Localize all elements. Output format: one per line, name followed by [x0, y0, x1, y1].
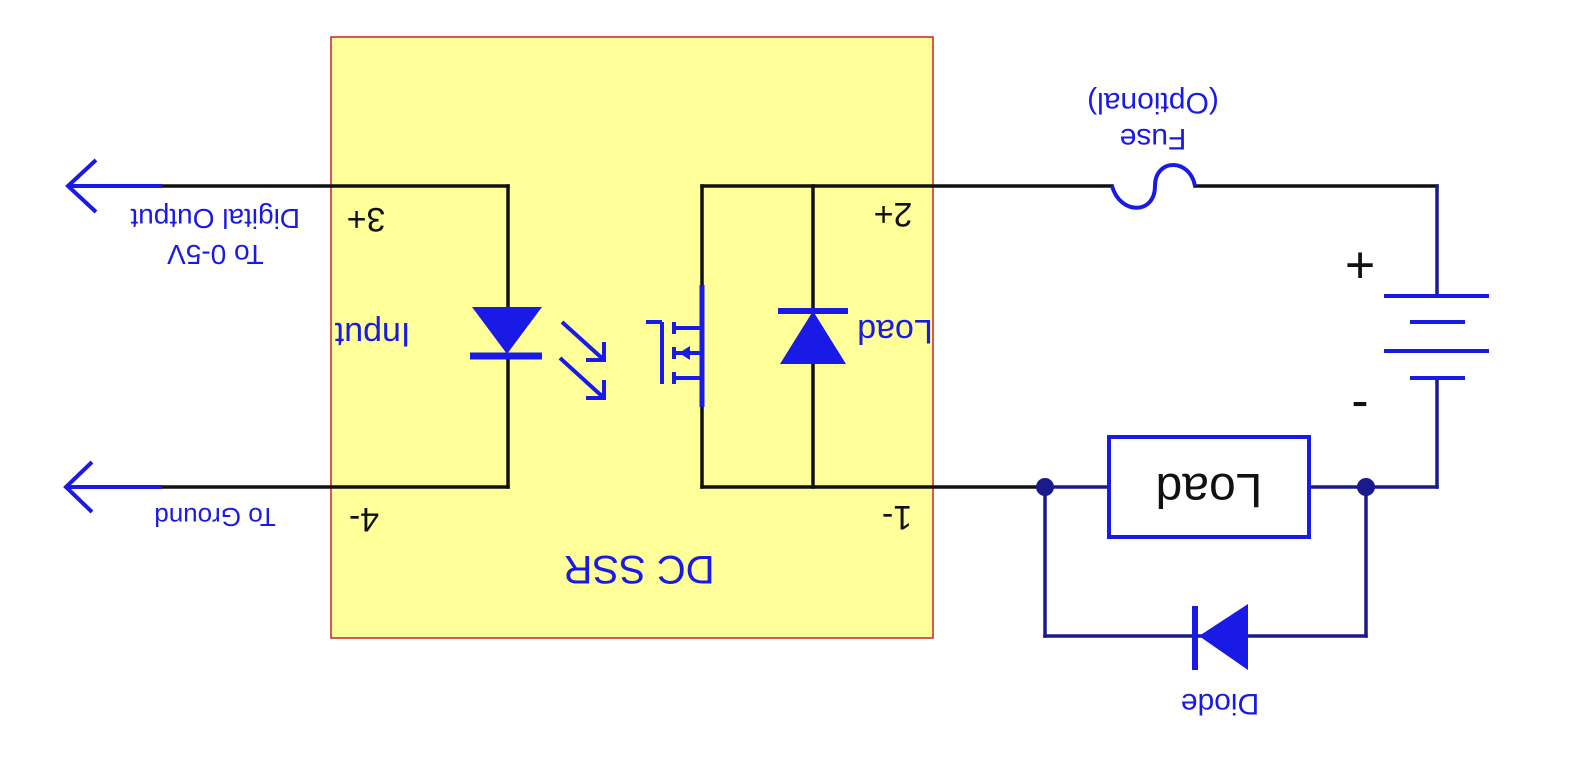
- load-label: Load: [857, 312, 933, 350]
- external-load-label: Load: [1156, 463, 1263, 516]
- input-wiring: [158, 184, 510, 489]
- digital-output-label: Digital Output: [130, 203, 300, 234]
- internal-diode-icon: [778, 308, 848, 364]
- ssr-module-box: [330, 36, 934, 639]
- ground-label: To Ground: [154, 502, 275, 532]
- junction-dot: [1036, 478, 1054, 496]
- junction-dot: [1357, 478, 1375, 496]
- terminal-2: 2+: [874, 195, 913, 233]
- module-title: DC SSR: [563, 547, 714, 591]
- input-label: Input: [334, 315, 410, 353]
- terminal-3: 3+: [347, 200, 386, 238]
- fuse-label: Fuse: [1120, 122, 1187, 155]
- digital-output-arrow: [65, 158, 162, 214]
- terminal-1: 1-: [882, 498, 912, 536]
- light-emission-icon: [558, 320, 606, 400]
- digital-output-voltage-label: To 0-5V: [167, 239, 264, 270]
- fuse-icon: [1110, 163, 1197, 210]
- input-led-icon: [470, 307, 542, 360]
- ground-arrow: [63, 460, 162, 514]
- diode-label: Diode: [1181, 687, 1259, 720]
- battery-minus-label: -: [1351, 378, 1368, 436]
- terminal-4: 4-: [349, 500, 379, 538]
- external-wiring: [1043, 184, 1439, 638]
- flyback-diode-icon: [1192, 604, 1248, 670]
- external-load-box: [1107, 435, 1311, 539]
- fuse-optional-label: (Optional): [1087, 86, 1219, 119]
- mosfet-icon: [646, 285, 705, 407]
- battery-plus-label: +: [1345, 236, 1375, 294]
- battery-icon: [1384, 294, 1489, 380]
